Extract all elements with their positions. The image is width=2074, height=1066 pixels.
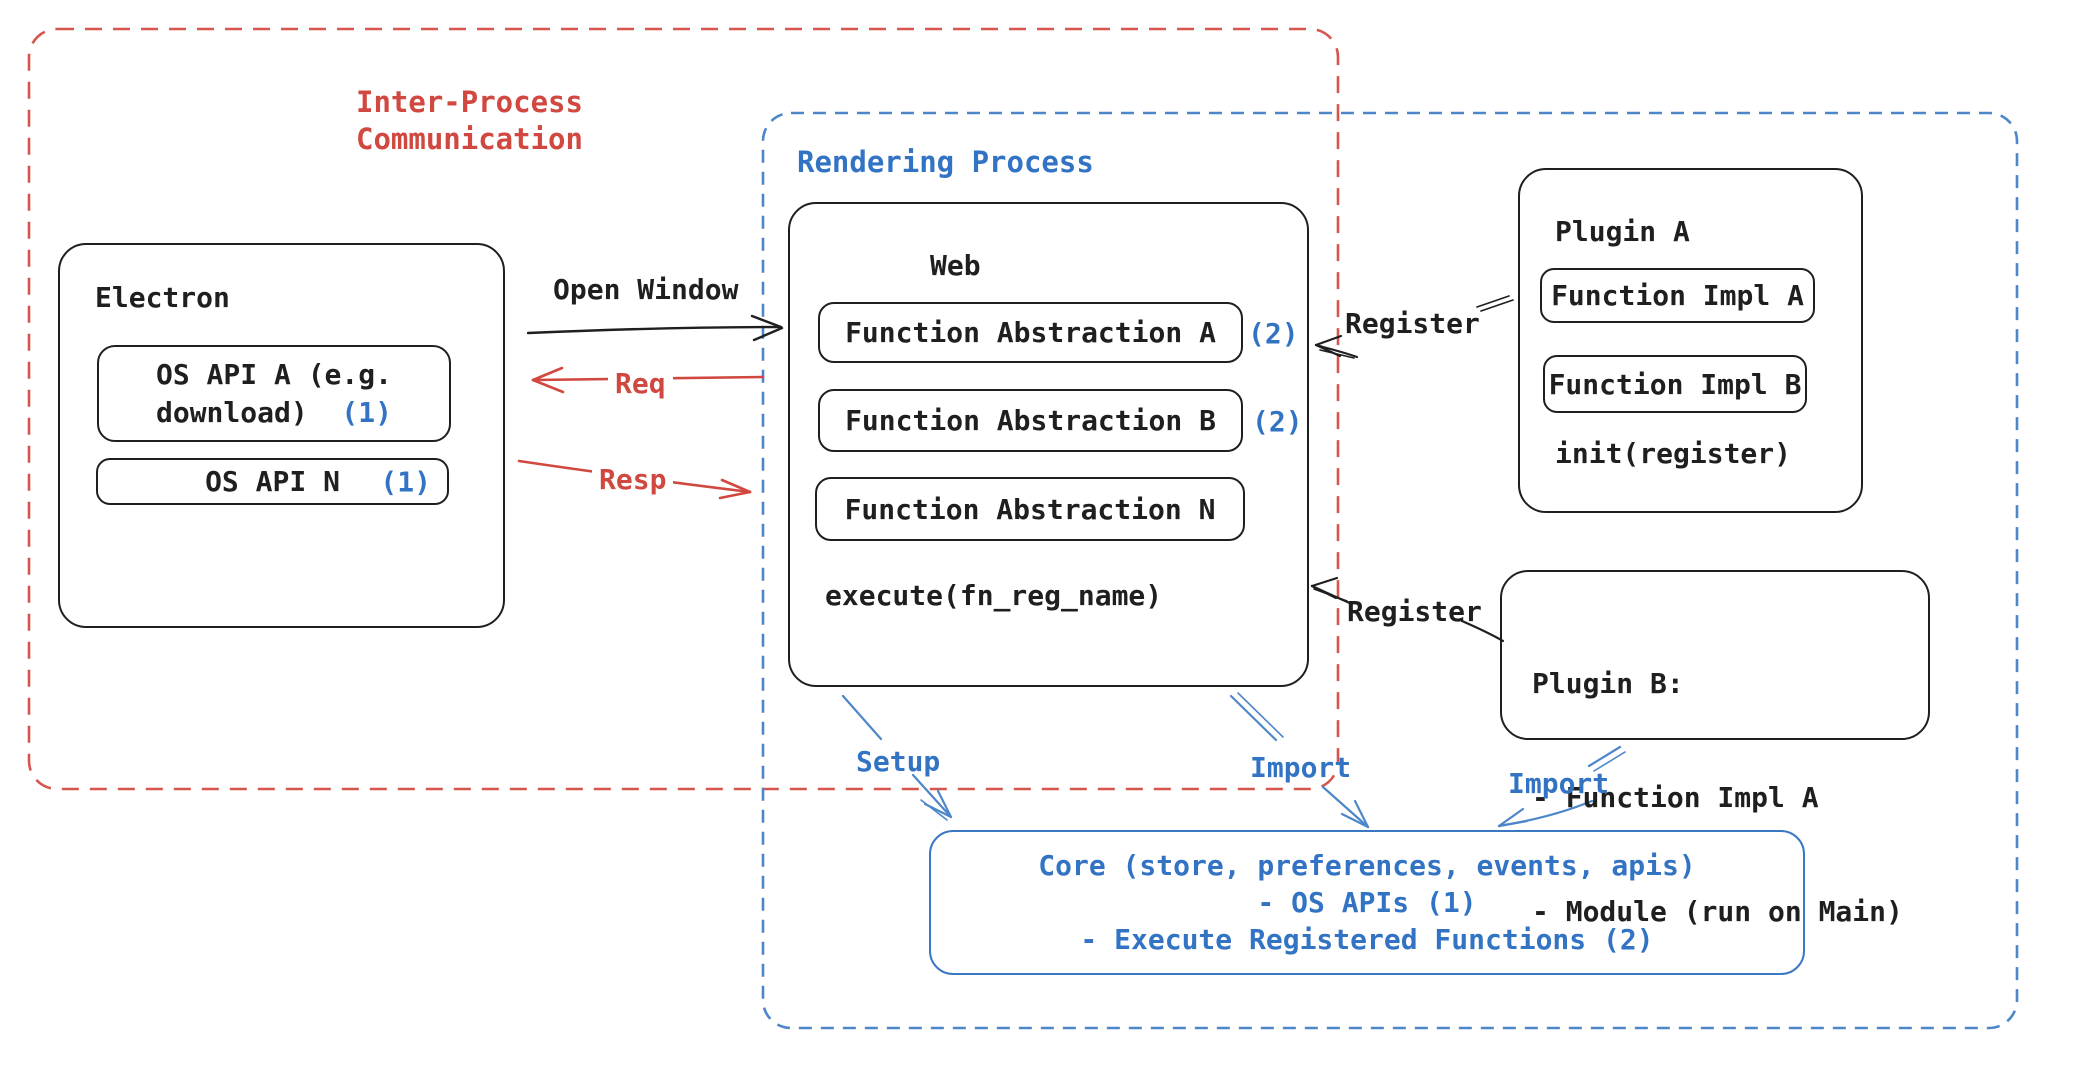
req-label: Req (608, 366, 673, 401)
register-a-label: Register (1345, 307, 1480, 340)
electron-box (58, 243, 505, 628)
function-impl-a-box: Function Impl A (1540, 268, 1815, 323)
execute-label: execute(fn_reg_name) (825, 579, 1163, 612)
plugin-b-content: Plugin B: - Function Impl A - Module (ru… (1532, 592, 1903, 1004)
web-title: Web (930, 249, 981, 282)
setup-label: Setup (856, 745, 941, 778)
function-abstraction-n-box: Function Abstraction N (815, 477, 1245, 541)
open-window-label: Open Window (553, 273, 739, 306)
resp-label: Resp (592, 462, 674, 497)
core-content: Core (store, preferences, events, apis) … (931, 832, 1803, 973)
import-web-label: Import (1250, 751, 1352, 784)
os-api-a-line1: OS API A (e.g. (155, 357, 392, 391)
plugin-a-title: Plugin A (1555, 215, 1690, 248)
function-impl-a-label: Function Impl A (1551, 279, 1804, 312)
function-abstraction-b-label: Function Abstraction B (845, 404, 1216, 437)
function-impl-b-box: Function Impl B (1543, 355, 1807, 413)
os-api-a-badge (308, 396, 342, 429)
function-abstraction-a-box: Function Abstraction A (818, 302, 1243, 363)
plugin-a-box (1518, 168, 1863, 513)
plugin-a-init-label: init(register) (1555, 437, 1792, 470)
ipc-label-line2: Communication (356, 122, 583, 156)
function-abstraction-a-badge: (2) (1248, 317, 1299, 350)
electron-title: Electron (95, 281, 230, 314)
register-b-label: Register (1347, 595, 1482, 628)
open-window-arrow (526, 314, 784, 342)
os-api-a-content: OS API A (e.g. download) (1) (99, 347, 449, 440)
os-api-n-box: OS API N (1) (96, 458, 449, 505)
ipc-label-line1: Inter-Process (356, 85, 583, 119)
function-abstraction-n-label: Function Abstraction N (844, 492, 1216, 526)
os-api-a-line2: download) (1) (155, 395, 392, 429)
core-box: Core (store, preferences, events, apis) … (929, 830, 1805, 975)
os-api-n-content: OS API N (1) (98, 460, 447, 503)
plugin-b-box (1500, 570, 1930, 740)
function-abstraction-b-box: Function Abstraction B (818, 389, 1243, 452)
plugin-b-item2: - Module (run on Main) (1532, 895, 1903, 928)
core-line1: Core (store, preferences, events, apis) (1038, 849, 1696, 882)
function-abstraction-a-label: Function Abstraction A (845, 316, 1216, 349)
function-abstraction-b-badge: (2) (1252, 405, 1303, 438)
core-line3: - Execute Registered Functions (2) (1080, 923, 1654, 956)
plugin-b-item1: - Function Impl A (1532, 781, 1819, 814)
core-line2: - OS APIs (1) (1257, 886, 1477, 919)
function-impl-b-label: Function Impl B (1548, 367, 1802, 401)
register-b-arrow (1310, 576, 1354, 606)
web-box (788, 202, 1309, 687)
os-api-n-badge: (1) (380, 465, 431, 498)
os-api-a-box: OS API A (e.g. download) (1) (97, 345, 451, 442)
plugin-b-title: Plugin B: (1532, 667, 1684, 700)
import-plugin-label: Import (1508, 767, 1610, 800)
register-a-tick (1476, 295, 1514, 312)
rendering-region-label: Rendering Process (797, 145, 1094, 179)
os-api-n-label: OS API N (205, 465, 340, 498)
